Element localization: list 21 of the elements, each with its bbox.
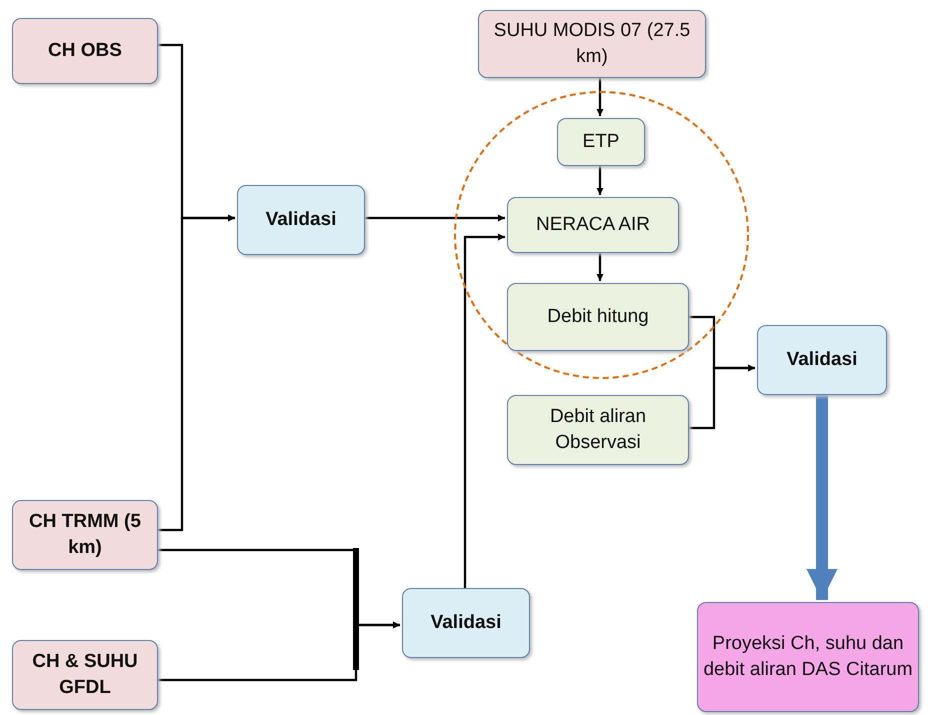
process-box: CH TRMM (5 km): [12, 500, 158, 570]
process-box: SUHU MODIS 07 (27.5 km): [478, 10, 706, 78]
arrow: [596, 166, 604, 195]
arrow: [596, 253, 604, 281]
process-box: NERACA AIR: [507, 197, 679, 253]
process-box: Debit hitung: [507, 283, 689, 351]
arrow: [806, 395, 838, 600]
arrow: [596, 78, 604, 116]
process-box: ETP: [557, 118, 645, 166]
arrow: [464, 234, 505, 588]
process-box: Validasi: [402, 588, 530, 658]
process-box: CH OBS: [12, 18, 158, 84]
process-box: Proyeksi Ch, suhu dan debit aliran DAS Citarum: [697, 602, 919, 712]
process-box: Debit aliran Observasi: [507, 395, 689, 465]
arrow: [158, 214, 235, 532]
process-box: Validasi: [237, 185, 365, 255]
process-box: CH & SUHU GFDL: [12, 640, 158, 710]
arrow: [689, 364, 755, 430]
arrow: [365, 214, 505, 222]
arrow: [158, 622, 400, 682]
process-box: Validasi: [757, 325, 887, 395]
